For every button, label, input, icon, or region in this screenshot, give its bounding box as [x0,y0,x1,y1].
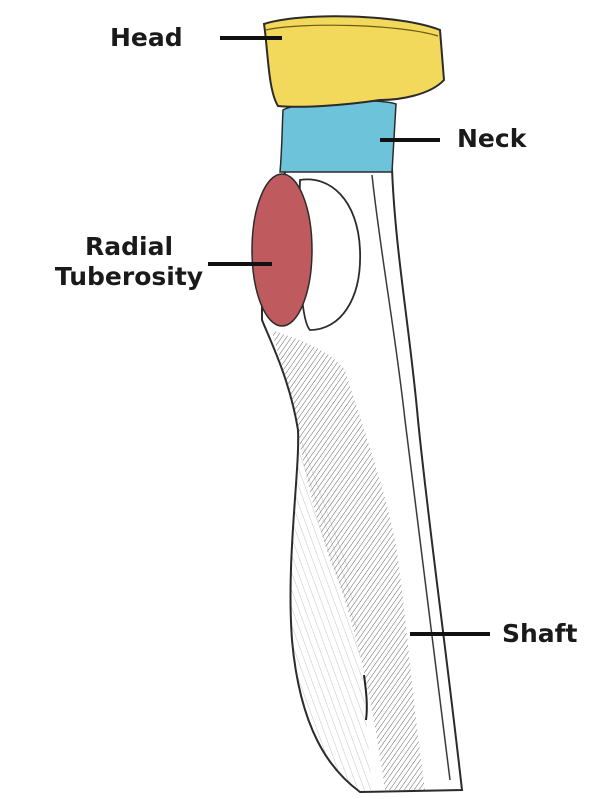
radial-tuberosity-region [252,174,312,326]
shaft-label: Shaft [502,619,578,649]
head-label: Head [110,23,183,53]
neck-label: Neck [457,124,526,154]
head-region [264,16,444,106]
radial-tuberosity-label-line2: Tuberosity [49,262,209,292]
neck-region [280,101,396,172]
radial-tuberosity-label-line1: Radial [49,232,209,262]
radial-tuberosity-label: Radial Tuberosity [49,232,209,292]
